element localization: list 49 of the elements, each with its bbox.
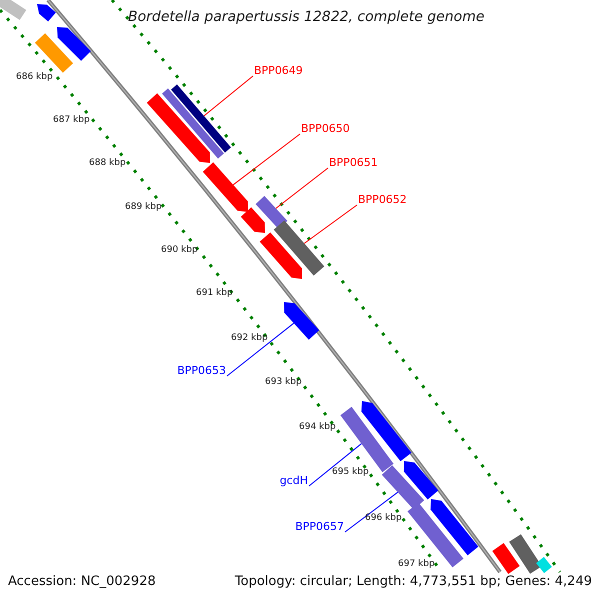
tick-label: 691 kbp (196, 289, 233, 298)
gene-block (274, 220, 324, 276)
tick-label: 687 kbp (53, 116, 90, 125)
gene-block (382, 465, 424, 510)
accession-text: Accession: NC_002928 (8, 575, 156, 588)
tick-label: 690 kbp (161, 246, 198, 255)
gene-block (260, 232, 302, 279)
gene-label: gcdH (280, 475, 308, 486)
genome-info-text: Topology: circular; Length: 4,773,551 bp; Genes: 4,249 (234, 575, 592, 588)
gene-block (37, 4, 56, 22)
tick-label: 697 kbp (398, 560, 435, 569)
gene-block (202, 162, 248, 212)
tick-label: 689 kbp (125, 203, 162, 212)
leader-line (232, 134, 300, 186)
gene-block (34, 33, 74, 73)
tick-label: 695 kbp (332, 468, 369, 477)
leader-line (204, 76, 254, 116)
leader-line (344, 492, 398, 532)
gene-label: BPP0649 (254, 65, 303, 76)
tick-label: 693 kbp (265, 378, 302, 387)
gene-block (536, 556, 552, 574)
leader-line (226, 322, 294, 376)
gene-block (361, 401, 412, 462)
gene-block (0, 0, 26, 20)
gene-block (240, 207, 265, 233)
gene-label: BPP0653 (177, 365, 226, 376)
tick-label: 692 kbp (231, 334, 268, 343)
gene-block (509, 534, 542, 574)
gene-block (256, 196, 288, 230)
title: Bordetella parapertussis 12822, complete genome (128, 10, 484, 24)
tick-label: 686 kbp (16, 73, 53, 82)
gene-block (162, 88, 224, 159)
leader-line (308, 443, 362, 486)
gene-block (284, 302, 320, 340)
tick-label: 696 kbp (365, 514, 402, 523)
tick-label: 688 kbp (89, 159, 126, 168)
tick-label: 694 kbp (299, 423, 336, 432)
gene-block (57, 27, 91, 61)
gene-block (404, 461, 438, 500)
gene-block (430, 499, 478, 556)
gene-block (171, 84, 231, 153)
gene-label: BPP0650 (301, 123, 350, 134)
gene-label: BPP0651 (329, 157, 378, 168)
gene-label: BPP0657 (295, 521, 344, 532)
gene-label: BPP0652 (358, 194, 407, 205)
gene-block (146, 93, 210, 163)
leader-line (304, 204, 358, 244)
leader-line (275, 168, 328, 209)
gene-block (492, 543, 520, 574)
